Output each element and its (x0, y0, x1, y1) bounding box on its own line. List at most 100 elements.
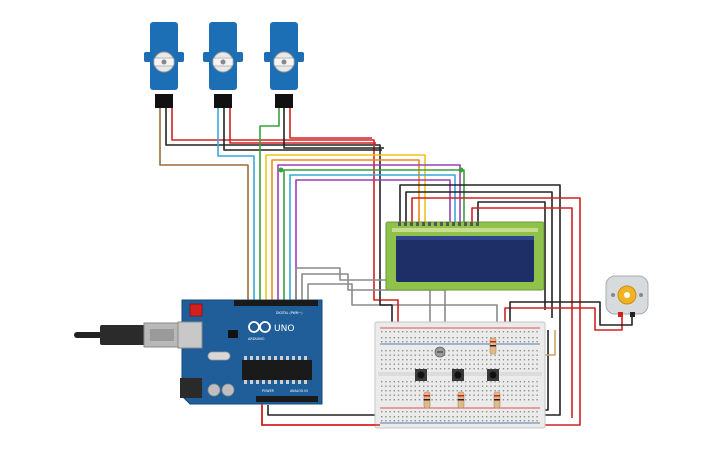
breadboard-hole (444, 385, 446, 387)
breadboard-hole (385, 390, 387, 392)
breadboard-hole (477, 420, 479, 422)
breadboard-hole (486, 359, 488, 361)
resistor[interactable] (489, 337, 497, 355)
breadboard-hole (465, 420, 467, 422)
breadboard-hole (469, 354, 471, 356)
breadboard-hole (507, 354, 509, 356)
breadboard-hole (452, 331, 454, 333)
breadboard-hole (528, 399, 530, 401)
servo-2[interactable] (203, 22, 243, 108)
breadboard-hole (423, 368, 425, 370)
breadboard-hole (469, 337, 471, 339)
breadboard-hole (381, 341, 383, 343)
breadboard-hole (490, 411, 492, 413)
breadboard-hole (385, 411, 387, 413)
breadboard-hole (536, 359, 538, 361)
push-button[interactable] (487, 369, 499, 381)
breadboard-hole (418, 416, 421, 418)
breadboard-hole (385, 350, 387, 352)
push-button[interactable] (452, 369, 464, 381)
breadboard-hole (418, 394, 421, 396)
breadboard-hole (456, 385, 458, 387)
breadboard-hole (507, 341, 509, 343)
arduino-digital-label: DIGITAL (PWM~) (276, 311, 302, 315)
breadboard-hole (477, 416, 479, 418)
breadboard-hole (414, 390, 416, 392)
wire-lcd-purple (277, 164, 461, 302)
breadboard-hole (498, 420, 500, 422)
breadboard-hole (439, 390, 442, 392)
wire-motor-black (509, 301, 633, 330)
breadboard-hole (498, 411, 500, 413)
breadboard-hole (406, 385, 408, 387)
breadboard-hole (389, 368, 391, 370)
breadboard-hole (444, 331, 446, 333)
breadboard-hole (477, 411, 479, 413)
breadboard-hole (385, 331, 387, 333)
breadboard-hole (393, 363, 395, 365)
breadboard-hole (460, 385, 463, 387)
wire-servo1-vcc (171, 108, 375, 298)
breadboard-hole (494, 331, 496, 333)
wire-servo3-signal (259, 108, 280, 302)
breadboard-hole (406, 337, 408, 339)
breadboard-hole (389, 354, 391, 356)
breadboard-hole (490, 394, 492, 396)
breadboard-hole (397, 354, 400, 356)
dc-motor[interactable] (605, 275, 649, 317)
breadboard-hole (406, 363, 408, 365)
breadboard-hole (536, 368, 538, 370)
breadboard-hole (532, 411, 534, 413)
breadboard-hole (397, 399, 400, 401)
resistor[interactable] (493, 391, 501, 409)
breadboard-hole (406, 411, 408, 413)
servo-1[interactable] (144, 22, 184, 108)
breadboard-hole (481, 337, 484, 339)
breadboard-hole (486, 337, 488, 339)
lcd-display[interactable] (385, 221, 545, 291)
servo-3[interactable] (264, 22, 304, 108)
breadboard-hole (435, 331, 437, 333)
potentiometer[interactable] (434, 346, 446, 358)
breadboard-hole (511, 354, 513, 356)
wire-lcd-yellow (265, 154, 426, 302)
breadboard-hole (473, 350, 475, 352)
breadboard-hole (414, 350, 416, 352)
breadboard-hole (477, 337, 479, 339)
arduino-uno-board[interactable]: UNO ARDUINO DIGITAL (PWM~) POWER ANALOG … (177, 299, 323, 405)
breadboard-hole (397, 341, 400, 343)
breadboard-hole (511, 399, 513, 401)
breadboard-hole (385, 381, 387, 383)
breadboard-hole (456, 411, 458, 413)
breadboard-hole (389, 363, 391, 365)
breadboard-hole (477, 359, 479, 361)
breadboard-hole (494, 381, 496, 383)
breadboard-hole (477, 354, 479, 356)
breadboard-hole (469, 359, 471, 361)
breadboard-hole (452, 381, 454, 383)
breadboard-hole (460, 416, 463, 418)
breadboard-hole (427, 359, 429, 361)
breadboard-hole (528, 411, 530, 413)
breadboard-hole (523, 359, 526, 361)
breadboard-hole (490, 416, 492, 418)
breadboard-hole (418, 359, 421, 361)
breadboard-hole (397, 416, 400, 418)
breadboard-hole (486, 385, 488, 387)
breadboard-hole (498, 350, 500, 352)
resistor[interactable] (457, 391, 465, 409)
breadboard-hole (523, 416, 526, 418)
breadboard-hole (486, 390, 488, 392)
breadboard-hole (460, 350, 463, 352)
breadboard-hole (502, 337, 505, 339)
breadboard-hole (393, 337, 395, 339)
breadboard-hole (414, 399, 416, 401)
breadboard-hole (481, 416, 484, 418)
push-button[interactable] (415, 369, 427, 381)
breadboard-hole (393, 399, 395, 401)
breadboard-hole (456, 381, 458, 383)
breadboard-hole (414, 331, 416, 333)
breadboard-hole (410, 337, 412, 339)
breadboard-hole (431, 337, 433, 339)
resistor[interactable] (423, 391, 431, 409)
